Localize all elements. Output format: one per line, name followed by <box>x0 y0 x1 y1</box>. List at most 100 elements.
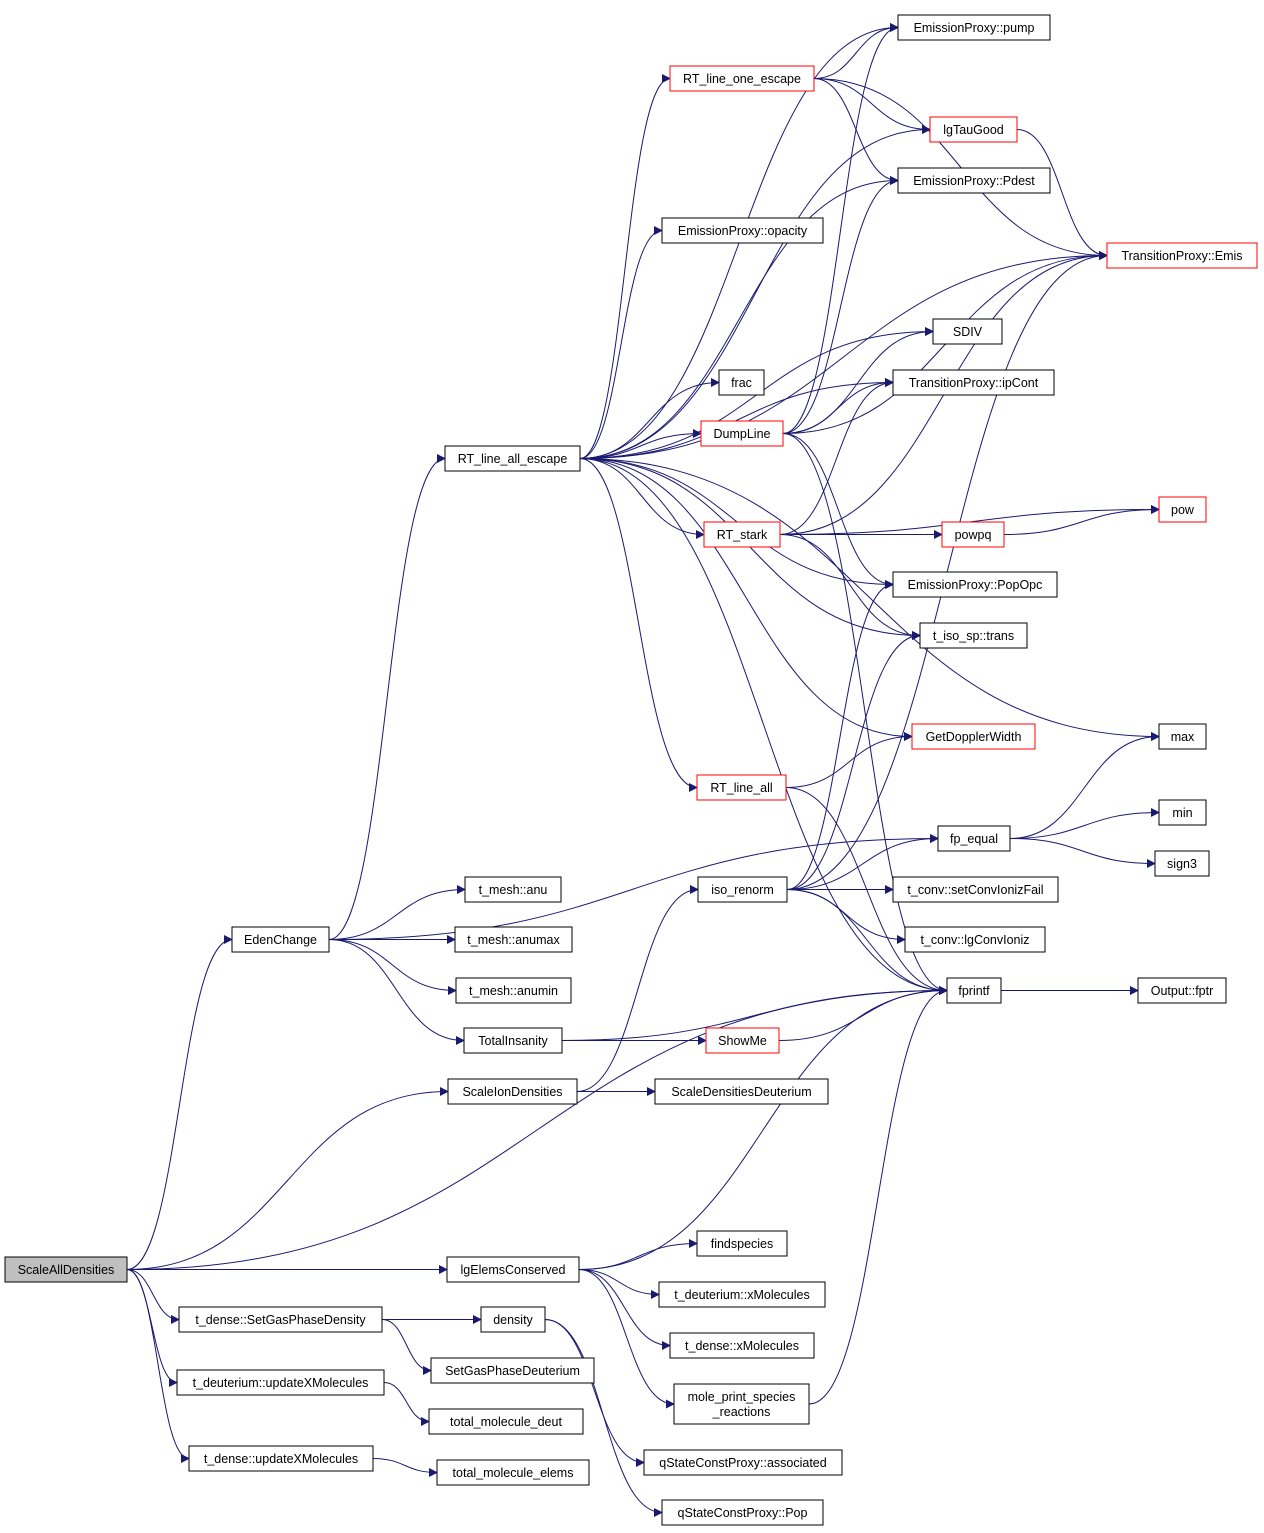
node-t-mesh-anumax[interactable]: t_mesh::anumax <box>454 926 573 953</box>
node-t-dense-update-xmolecules[interactable]: t_dense::updateXMolecules <box>188 1445 374 1472</box>
node-box <box>661 1499 824 1526</box>
node-label: min <box>1172 806 1192 820</box>
node-findspecies[interactable]: findspecies <box>696 1230 788 1257</box>
node-lg-elems-conserved[interactable]: lgElemsConserved <box>446 1256 580 1283</box>
node-show-me[interactable]: ShowMe <box>705 1027 780 1054</box>
node-box <box>932 318 1003 345</box>
node-label: t_dense::updateXMolecules <box>204 1452 358 1466</box>
node-label: sign3 <box>1167 857 1197 871</box>
node-frac[interactable]: frac <box>718 369 765 396</box>
node-label: t_mesh::anumin <box>469 984 558 998</box>
node-box <box>661 217 824 244</box>
node-iso-renorm[interactable]: iso_renorm <box>697 876 788 903</box>
node-label: GetDopplerWidth <box>926 730 1022 744</box>
node-transition-proxy-ipcont[interactable]: TransitionProxy::ipCont <box>892 369 1055 396</box>
call-edge-rt_line_all_escape-to-emission_proxy_opacity <box>579 226 663 459</box>
node-label: iso_renorm <box>711 883 774 897</box>
call-edge-dump_line-to-fprintf <box>782 433 948 995</box>
call-edge-rt_line_one_escape-to-emission_proxy_pump <box>813 23 899 79</box>
node-box <box>447 1078 578 1105</box>
node-t-mesh-anumin[interactable]: t_mesh::anumin <box>455 977 572 1004</box>
node-box <box>430 1357 595 1384</box>
node-label: SDIV <box>953 325 983 339</box>
node-q-state-const-proxy-associated[interactable]: qStateConstProxy::associated <box>643 1449 843 1476</box>
node-rt-line-all[interactable]: RT_line_all <box>696 774 787 801</box>
node-box <box>176 1369 385 1396</box>
node-scale-ion-densities[interactable]: ScaleIonDensities <box>447 1078 578 1105</box>
node-box <box>454 926 573 953</box>
node-scale-all-densities[interactable]: ScaleAllDensities <box>4 1256 128 1283</box>
node-t-iso-sp-trans[interactable]: t_iso_sp::trans <box>919 622 1028 649</box>
node-label: lgElemsConserved <box>461 1263 566 1277</box>
node-t-deuterium-xmolecules[interactable]: t_deuterium::xMolecules <box>658 1281 826 1308</box>
call-edge-fp_equal-to-min <box>1009 808 1160 839</box>
call-edge-iso_renorm-to-fp_equal <box>786 834 939 890</box>
node-set-gas-phase-deuterium[interactable]: SetGasPhaseDeuterium <box>430 1357 595 1384</box>
call-edge-rt_stark-to-transition_proxy_ipcont <box>779 378 894 535</box>
node-total-molecule-elems[interactable]: total_molecule_elems <box>436 1459 590 1486</box>
node-label: RT_stark <box>717 528 768 542</box>
node-fp-equal[interactable]: fp_equal <box>937 825 1011 852</box>
node-emission-proxy-opacity[interactable]: EmissionProxy::opacity <box>661 217 824 244</box>
edges-layer <box>126 23 1160 1517</box>
node-box <box>455 977 572 1004</box>
call-edge-scale_all_densities-to-t_dense_set_gas_phase_density <box>126 1269 180 1324</box>
call-edge-rt_stark-to-t_iso_sp_trans <box>779 534 921 640</box>
node-box <box>444 445 581 472</box>
node-scale-densities-deuterium[interactable]: ScaleDensitiesDeuterium <box>654 1078 829 1105</box>
call-edge-t_dense_set_gas_phase_density-to-set_gas_phase_deuterium <box>381 1319 432 1375</box>
node-fprintf[interactable]: fprintf <box>946 977 1002 1004</box>
node-transition-proxy-emis[interactable]: TransitionProxy::Emis <box>1106 242 1258 269</box>
node-box <box>892 369 1055 396</box>
node-box <box>654 1078 829 1105</box>
node-eden-change[interactable]: EdenChange <box>231 926 330 953</box>
call-edge-rt_line_all_escape-to-frac <box>579 378 720 459</box>
node-box <box>697 876 788 903</box>
node-total-molecule-deut[interactable]: total_molecule_deut <box>428 1408 584 1435</box>
node-rt-line-all-escape[interactable]: RT_line_all_escape <box>444 445 581 472</box>
node-emission-proxy-pdest[interactable]: EmissionProxy::Pdest <box>897 167 1051 194</box>
node-t-conv-lg-conv-ioniz[interactable]: t_conv::lgConvIoniz <box>904 926 1046 953</box>
node-pow[interactable]: pow <box>1158 496 1207 523</box>
node-powpq[interactable]: powpq <box>941 521 1005 548</box>
call-edge-lg_elems_conserved-to-findspecies <box>578 1239 698 1270</box>
node-t-deuterium-update-xmolecules[interactable]: t_deuterium::updateXMolecules <box>176 1369 385 1396</box>
node-rt-line-one-escape[interactable]: RT_line_one_escape <box>669 65 815 92</box>
node-rt-stark[interactable]: RT_stark <box>703 521 781 548</box>
node-box <box>904 926 1046 953</box>
node-density[interactable]: density <box>480 1306 546 1333</box>
node-label: t_deuterium::updateXMolecules <box>193 1376 369 1390</box>
call-edge-scale_all_densities-to-t_deuterium_update_xmolecules <box>126 1269 178 1387</box>
node-emission-proxy-popopc[interactable]: EmissionProxy::PopOpc <box>892 571 1058 598</box>
node-box <box>911 723 1036 750</box>
node-t-dense-xmolecules[interactable]: t_dense::xMolecules <box>669 1332 815 1359</box>
node-dump-line[interactable]: DumpLine <box>700 420 784 447</box>
node-output-fptr[interactable]: Output::fptr <box>1137 977 1227 1004</box>
node-label: total_molecule_deut <box>450 1415 562 1429</box>
node-label: t_iso_sp::trans <box>933 629 1014 643</box>
node-min[interactable]: min <box>1158 799 1207 826</box>
node-q-state-const-proxy-pop[interactable]: qStateConstProxy::Pop <box>661 1499 824 1526</box>
node-t-mesh-anu[interactable]: t_mesh::anu <box>464 876 562 903</box>
node-t-dense-set-gas-phase-density[interactable]: t_dense::SetGasPhaseDensity <box>178 1306 383 1333</box>
node-sdiv[interactable]: SDIV <box>932 318 1003 345</box>
node-label: EmissionProxy::opacity <box>678 224 808 238</box>
node-get-doppler-width[interactable]: GetDopplerWidth <box>911 723 1036 750</box>
call-edge-fp_equal-to-sign3 <box>1009 838 1156 868</box>
node-sign3[interactable]: sign3 <box>1154 850 1210 877</box>
node-label: max <box>1171 730 1195 744</box>
node-mole-print-species-reactions[interactable]: mole_print_species_reactions <box>673 1383 810 1425</box>
node-label: t_mesh::anu <box>479 883 548 897</box>
node-label: ScaleAllDensities <box>18 1263 115 1277</box>
node-lg-tau-good[interactable]: lgTauGood <box>929 116 1018 143</box>
node-box <box>1137 977 1227 1004</box>
call-edge-scale_all_densities-to-t_dense_update_xmolecules <box>126 1269 190 1463</box>
node-total-insanity[interactable]: TotalInsanity <box>463 1027 563 1054</box>
node-max[interactable]: max <box>1158 723 1207 750</box>
node-box <box>643 1449 843 1476</box>
node-box <box>696 1230 788 1257</box>
node-emission-proxy-pump[interactable]: EmissionProxy::pump <box>897 14 1051 41</box>
call-edge-rt_line_all_escape-to-transition_proxy_emis <box>579 251 1108 459</box>
node-box <box>929 116 1018 143</box>
node-t-conv-set-conv-ioniz-fail[interactable]: t_conv::setConvIonizFail <box>892 876 1059 903</box>
